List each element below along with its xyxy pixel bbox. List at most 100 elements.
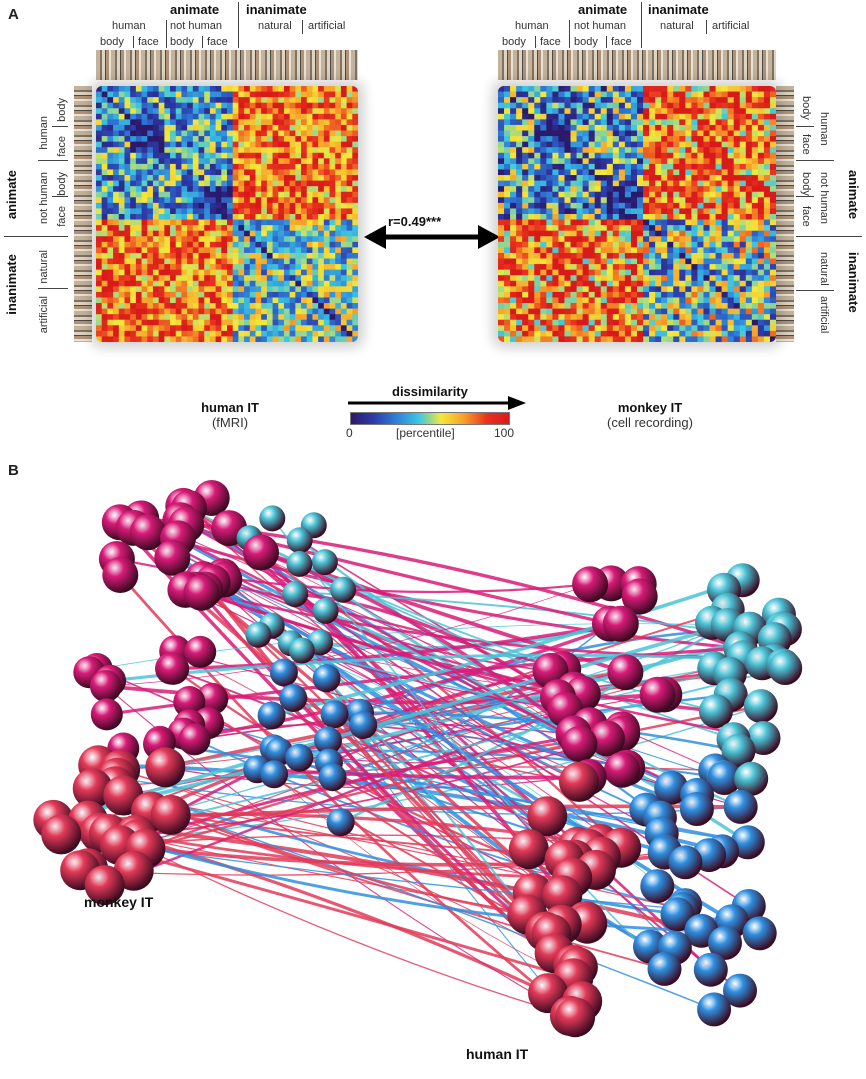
matrix-cell: [352, 230, 358, 237]
matrix-cell: [703, 275, 711, 282]
matrix-cell: [721, 91, 729, 98]
matrix-cell: [582, 147, 590, 154]
matrix-cell: [209, 152, 217, 159]
matrix-cell: [301, 247, 308, 254]
matrix-cell: [649, 297, 656, 304]
matrix-cell: [329, 336, 336, 342]
matrix-cell: [697, 191, 704, 198]
matrix-cell: [261, 225, 268, 232]
matrix-cell: [101, 269, 108, 276]
matrix-cell: [289, 247, 296, 254]
human-cyan-node: [698, 694, 733, 729]
matrix-cell: [96, 214, 103, 221]
matrix-cell: [221, 175, 228, 182]
matrix-cell: [318, 286, 325, 293]
matrix-cell: [546, 152, 553, 159]
matrix-cell: [510, 113, 517, 120]
matrix-cell: [152, 291, 160, 298]
matrix-cell: [522, 180, 529, 187]
matrix-cell: [301, 141, 308, 148]
matrix-cell: [504, 180, 511, 187]
matrix-cell: [534, 325, 541, 332]
matrix-cell: [757, 286, 765, 293]
matrix-cell: [612, 258, 620, 265]
matrix-cell: [306, 286, 313, 293]
matrix-cell: [655, 247, 662, 254]
monkey-red-node: [41, 814, 82, 855]
matrix-cell: [209, 130, 217, 137]
matrix-cell: [769, 297, 776, 304]
matrix-cell: [618, 97, 626, 104]
matrix-cell: [673, 236, 680, 243]
matrix-cell: [540, 214, 547, 221]
matrix-cell: [244, 330, 251, 337]
matrix-cell: [510, 303, 517, 310]
matrix-cell: [673, 314, 680, 321]
matrix-cell: [667, 219, 674, 226]
matrix-cell: [630, 330, 638, 337]
matrix-cell: [278, 102, 285, 109]
matrix-cell: [498, 297, 505, 304]
matrix-cell: [352, 214, 358, 221]
matrix-cell: [516, 297, 523, 304]
matrix-cell: [238, 252, 245, 260]
matrix-cell: [113, 158, 120, 165]
matrix-cell: [141, 102, 148, 109]
matrix-cell: [528, 208, 535, 215]
matrix-cell: [637, 314, 644, 321]
matrix-cell: [158, 124, 165, 132]
matrix-cell: [510, 252, 517, 260]
matrix-cell: [295, 136, 302, 143]
matrix-cell: [101, 130, 108, 137]
matrix-cell: [498, 280, 505, 287]
matrix-cell: [198, 124, 205, 132]
matrix-cell: [147, 319, 154, 326]
matrix-cell: [739, 208, 747, 215]
matrix-cell: [751, 202, 759, 209]
matrix-cell: [352, 330, 358, 337]
matrix-cell: [323, 202, 331, 209]
matrix-cell: [261, 136, 268, 143]
matrix-cell: [278, 186, 285, 193]
matrix-cell: [600, 119, 608, 126]
matrix-cell: [570, 197, 578, 204]
matrix-cell: [558, 191, 565, 198]
matrix-cell: [346, 291, 353, 298]
matrix-cell: [312, 241, 319, 248]
matrix-cell: [624, 336, 632, 342]
monkey-cyan-node: [282, 581, 309, 608]
matrix-cell: [164, 158, 171, 165]
matrix-cell: [679, 86, 686, 93]
right-side-natural-label: natural: [818, 252, 830, 286]
matrix-cell: [618, 269, 626, 276]
matrix-cell: [312, 314, 319, 321]
left-top-body2-label: body: [170, 36, 194, 48]
matrix-cell: [606, 230, 614, 237]
matrix-cell: [691, 303, 698, 310]
matrix-cell: [198, 102, 205, 109]
matrix-cell: [691, 169, 698, 176]
matrix-cell: [516, 319, 523, 326]
matrix-cell: [261, 191, 268, 198]
matrix-cell: [504, 325, 511, 332]
matrix-cell: [600, 186, 608, 193]
matrix-cell: [618, 102, 626, 109]
matrix-cell: [215, 258, 222, 265]
matrix-cell: [215, 208, 222, 215]
matrix-cell: [516, 202, 523, 209]
matrix-cell: [152, 108, 160, 115]
matrix-cell: [733, 208, 741, 215]
matrix-cell: [594, 86, 602, 93]
matrix-cell: [323, 336, 331, 342]
matrix-cell: [582, 91, 590, 98]
matrix-cell: [769, 108, 776, 115]
matrix-cell: [522, 102, 529, 109]
matrix-cell: [295, 225, 302, 232]
matrix-cell: [504, 219, 511, 226]
matrix-cell: [329, 303, 336, 310]
matrix-cell: [588, 336, 596, 342]
matrix-cell: [564, 186, 572, 193]
matrix-cell: [340, 219, 348, 226]
matrix-cell: [721, 225, 729, 232]
matrix-cell: [215, 130, 222, 137]
